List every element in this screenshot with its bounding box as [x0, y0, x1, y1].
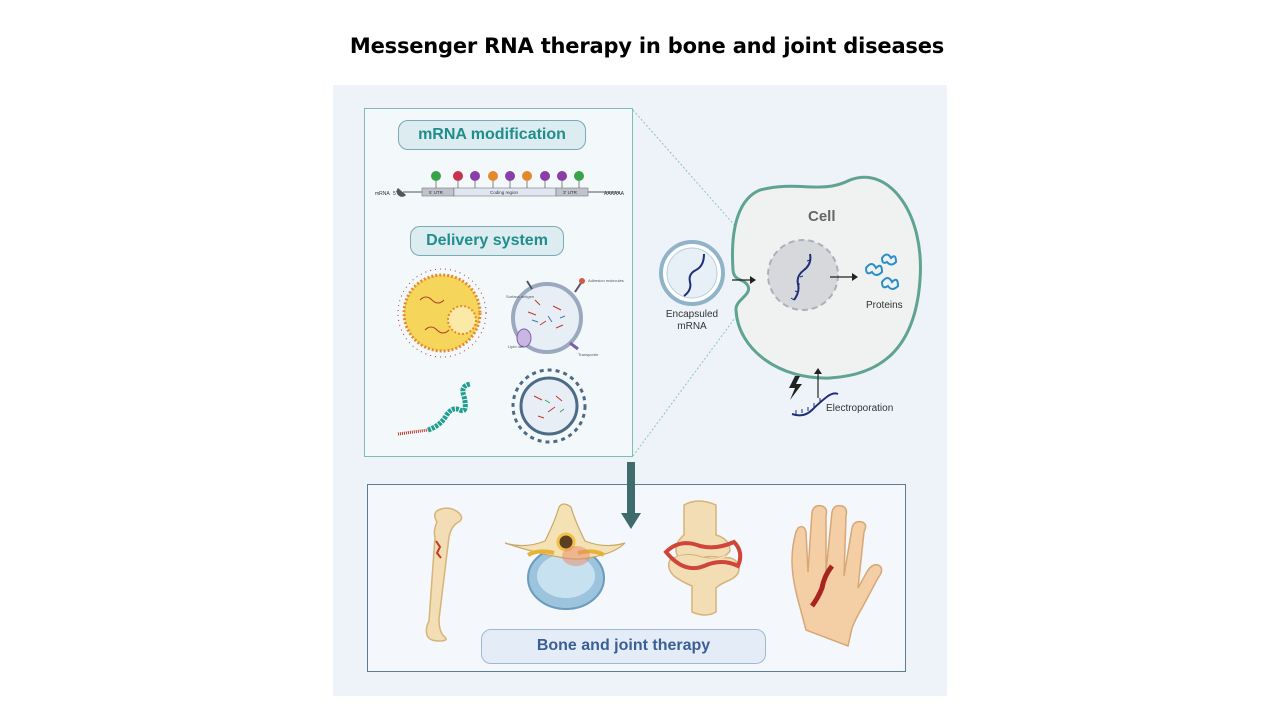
coding-region-label: Coding region	[490, 190, 519, 195]
zoom-line-bottom	[632, 317, 736, 457]
polya-label: AAAAAA	[604, 191, 625, 197]
electroporation-icon	[789, 368, 839, 417]
electroporation-label: Electroporation	[826, 403, 894, 414]
lipid-nanoparticle-icon	[397, 268, 487, 358]
utr3-label: 3' UTR	[563, 190, 578, 195]
cell-label: Cell	[808, 208, 836, 225]
viral-vector-icon	[511, 368, 587, 444]
encapsuled-label-line2: mRNA	[677, 321, 707, 332]
cap-icon	[396, 188, 406, 197]
nucleus	[767, 239, 839, 311]
down-arrow-icon	[621, 462, 641, 529]
encapsuled-mrna-label: Encapsuled mRNA	[662, 309, 722, 333]
exo-label-transporter: Transporter	[578, 352, 599, 357]
vertebra-icon	[504, 503, 626, 610]
modification-delivery-box	[364, 108, 633, 457]
exo-label-surface-antigen: Surface antigen	[506, 294, 534, 299]
modification-lollipops	[431, 171, 584, 188]
strand-label: mRNA	[375, 191, 390, 197]
proteins-label: Proteins	[866, 300, 903, 311]
polymer-chain-icon	[397, 381, 471, 436]
translation-arrow	[852, 273, 858, 281]
utr5-label: 5' UTR	[429, 190, 444, 195]
exo-label-lipid-raft: Lipid raft	[508, 344, 524, 349]
encapsulated-mrna-icon	[659, 240, 725, 306]
exo-label-adhesion: Adhesion molecules	[588, 278, 624, 283]
proteins-icon	[864, 253, 900, 290]
mrna-strand-diagram: mRNA 5' 5' UTR Coding region 3' UTR AAAA…	[375, 171, 625, 197]
exosome-icon: Surface antigen Adhesion molecules Lipid…	[506, 278, 624, 357]
knee-joint-icon	[663, 500, 743, 616]
mrna-modification-label: mRNA modification	[398, 120, 586, 150]
figure-title: Messenger RNA therapy in bone and joint …	[349, 34, 945, 58]
hand-icon	[791, 504, 883, 648]
encapsuled-label-line1: Encapsuled	[665, 309, 719, 320]
five-prime-label: 5'	[393, 191, 397, 197]
delivery-system-label: Delivery system	[410, 226, 564, 256]
lightning-icon	[789, 376, 802, 400]
uptake-arrow	[750, 276, 756, 284]
femur-icon	[425, 507, 463, 642]
bone-joint-therapy-label: Bone and joint therapy	[481, 629, 766, 664]
zoom-line-top	[632, 109, 738, 229]
